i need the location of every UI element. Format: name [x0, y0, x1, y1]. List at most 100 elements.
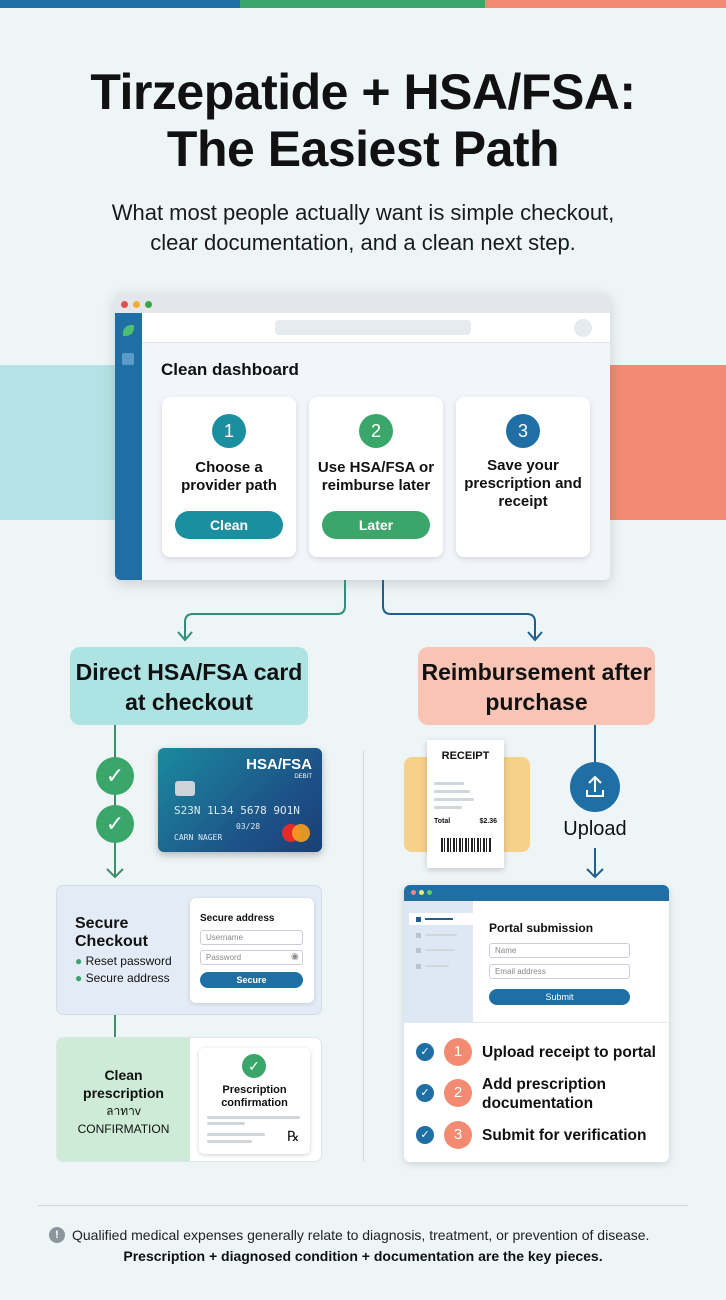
step-number: 3 — [444, 1121, 472, 1149]
portal-title: Portal submission — [489, 921, 594, 935]
reimbursement-pill: Reimbursement after purchase — [418, 647, 655, 725]
nav-icon[interactable] — [416, 948, 421, 953]
confirmation-panel: Clean prescription ลาทาv CONFIRMATION ✓ … — [56, 1037, 322, 1162]
step-number: 2 — [359, 414, 393, 448]
step-number: 1 — [212, 414, 246, 448]
text-line — [207, 1133, 265, 1136]
name-input[interactable]: Name — [489, 943, 630, 958]
portal-window: Portal submission Name Email address Sub… — [404, 885, 669, 1162]
titlebar — [404, 885, 669, 901]
stripe-salmon — [485, 0, 726, 8]
step-card-3: 3 Save your prescription and receipt — [456, 397, 590, 557]
submit-button[interactable]: Submit — [489, 989, 630, 1005]
subtitle: What most people actually want is simple… — [0, 198, 726, 258]
later-button[interactable]: Later — [322, 511, 430, 539]
chip-icon — [175, 781, 195, 796]
password-input[interactable]: Password — [200, 950, 303, 965]
check-icon: ✓ — [96, 757, 134, 795]
rx-icon: ℞ — [287, 1128, 300, 1144]
check-icon: ✓ — [416, 1126, 434, 1144]
text-line — [207, 1140, 252, 1143]
connector-arrows — [177, 580, 543, 642]
leaf-icon — [123, 325, 134, 336]
text-line — [434, 798, 474, 801]
info-icon: ! — [49, 1227, 65, 1243]
close-dot[interactable] — [411, 890, 416, 895]
left-flow-line — [106, 725, 124, 1037]
secure-address-form: Secure address Username Password ◉ Secur… — [190, 898, 314, 1003]
nav-icon — [416, 917, 421, 922]
maximize-dot[interactable] — [427, 890, 432, 895]
upload-icon[interactable] — [570, 762, 620, 812]
footer-summary: Prescription + diagnosed condition + doc… — [123, 1248, 603, 1264]
step-number: 3 — [506, 414, 540, 448]
label-line: prescription — [83, 1085, 164, 1101]
card-holder: CARN NAGER — [174, 833, 223, 842]
dashboard-heading: Clean dashboard — [161, 360, 299, 379]
card-number: S23N 1L34 5678 9O1N — [174, 804, 300, 817]
maximize-dot[interactable] — [145, 301, 152, 308]
eye-icon[interactable]: ◉ — [291, 951, 299, 961]
doc-title: Prescription confirmation — [221, 1084, 288, 1109]
clean-button[interactable]: Clean — [175, 511, 283, 539]
secure-checkout-panel: Secure Checkout ● Reset password ● Secur… — [56, 885, 322, 1015]
nav-label — [425, 965, 449, 967]
hsa-fsa-debit-card: HSA/FSA DEBIT S23N 1L34 5678 9O1N 03/28 … — [158, 748, 322, 852]
divider — [404, 1022, 669, 1023]
band-salmon — [610, 365, 726, 520]
nav-icon[interactable] — [122, 353, 134, 365]
secure-button[interactable]: Secure — [200, 972, 303, 988]
step-card-1: 1 Choose a provider path Clean — [162, 397, 296, 557]
subtitle-line: clear documentation, and a clean next st… — [150, 230, 576, 255]
check-icon: ● — [75, 954, 86, 968]
minimize-dot[interactable] — [419, 890, 424, 895]
titlebar — [115, 293, 610, 313]
step-text: Use HSA/FSA or reimburse later — [317, 459, 435, 494]
card-type: DEBIT — [294, 774, 312, 780]
nav-icon[interactable] — [416, 964, 421, 969]
check-icon: ✓ — [96, 805, 134, 843]
check-icon: ✓ — [416, 1043, 434, 1061]
nav-icon[interactable] — [416, 933, 421, 938]
check-icon: ● — [75, 971, 86, 985]
total-label: Total — [434, 818, 451, 825]
subtitle-line: What most people actually want is simple… — [111, 200, 615, 225]
label-line: Clean — [104, 1067, 143, 1083]
barcode — [441, 838, 491, 852]
portal-step: Submit for verification — [482, 1127, 647, 1144]
text-line — [434, 806, 462, 809]
card-expiry: 03/28 — [236, 822, 261, 831]
avatar[interactable] — [574, 319, 592, 337]
label-line: ลาทาv — [106, 1104, 141, 1118]
page-title: Tirzepatide + HSA/FSA:The Easiest Path — [0, 64, 726, 178]
nav-label — [425, 949, 455, 951]
minimize-dot[interactable] — [133, 301, 140, 308]
footer-note: Qualified medical expenses generally rel… — [72, 1227, 650, 1243]
check-label: Secure address — [85, 971, 170, 985]
address-bar[interactable] — [275, 320, 471, 335]
text-line — [207, 1116, 300, 1119]
label-line: CONFIRMATION — [77, 1122, 170, 1136]
direct-card-pill: Direct HSA/FSA card at checkout — [70, 647, 308, 725]
step-text: Save your prescription and receipt — [464, 457, 582, 510]
receipt: RECEIPT Total $2.36 — [427, 740, 504, 868]
confirmation-label: Clean prescription ลาทาv CONFIRMATION — [57, 1038, 190, 1161]
step-text: Choose a provider path — [181, 459, 277, 494]
total-value: $2.36 — [479, 818, 497, 825]
email-input[interactable]: Email address — [489, 964, 630, 979]
footer-divider — [38, 1205, 688, 1206]
close-dot[interactable] — [121, 301, 128, 308]
step-number: 1 — [444, 1038, 472, 1066]
step-card-2: 2 Use HSA/FSA or reimburse later Later — [309, 397, 443, 557]
portal-step: Add prescription documentation — [482, 1076, 607, 1112]
step-number: 2 — [444, 1079, 472, 1107]
portal-step: Upload receipt to portal — [482, 1044, 656, 1061]
top-bar — [142, 313, 610, 343]
upload-flow-line — [586, 725, 604, 879]
portal-sidebar — [404, 901, 473, 1022]
checkout-title: Secure Checkout — [75, 915, 148, 950]
prescription-document: ✓ Prescription confirmation ℞ — [199, 1048, 310, 1154]
band-teal — [0, 365, 115, 520]
divider — [363, 750, 364, 1162]
username-input[interactable]: Username — [200, 930, 303, 945]
